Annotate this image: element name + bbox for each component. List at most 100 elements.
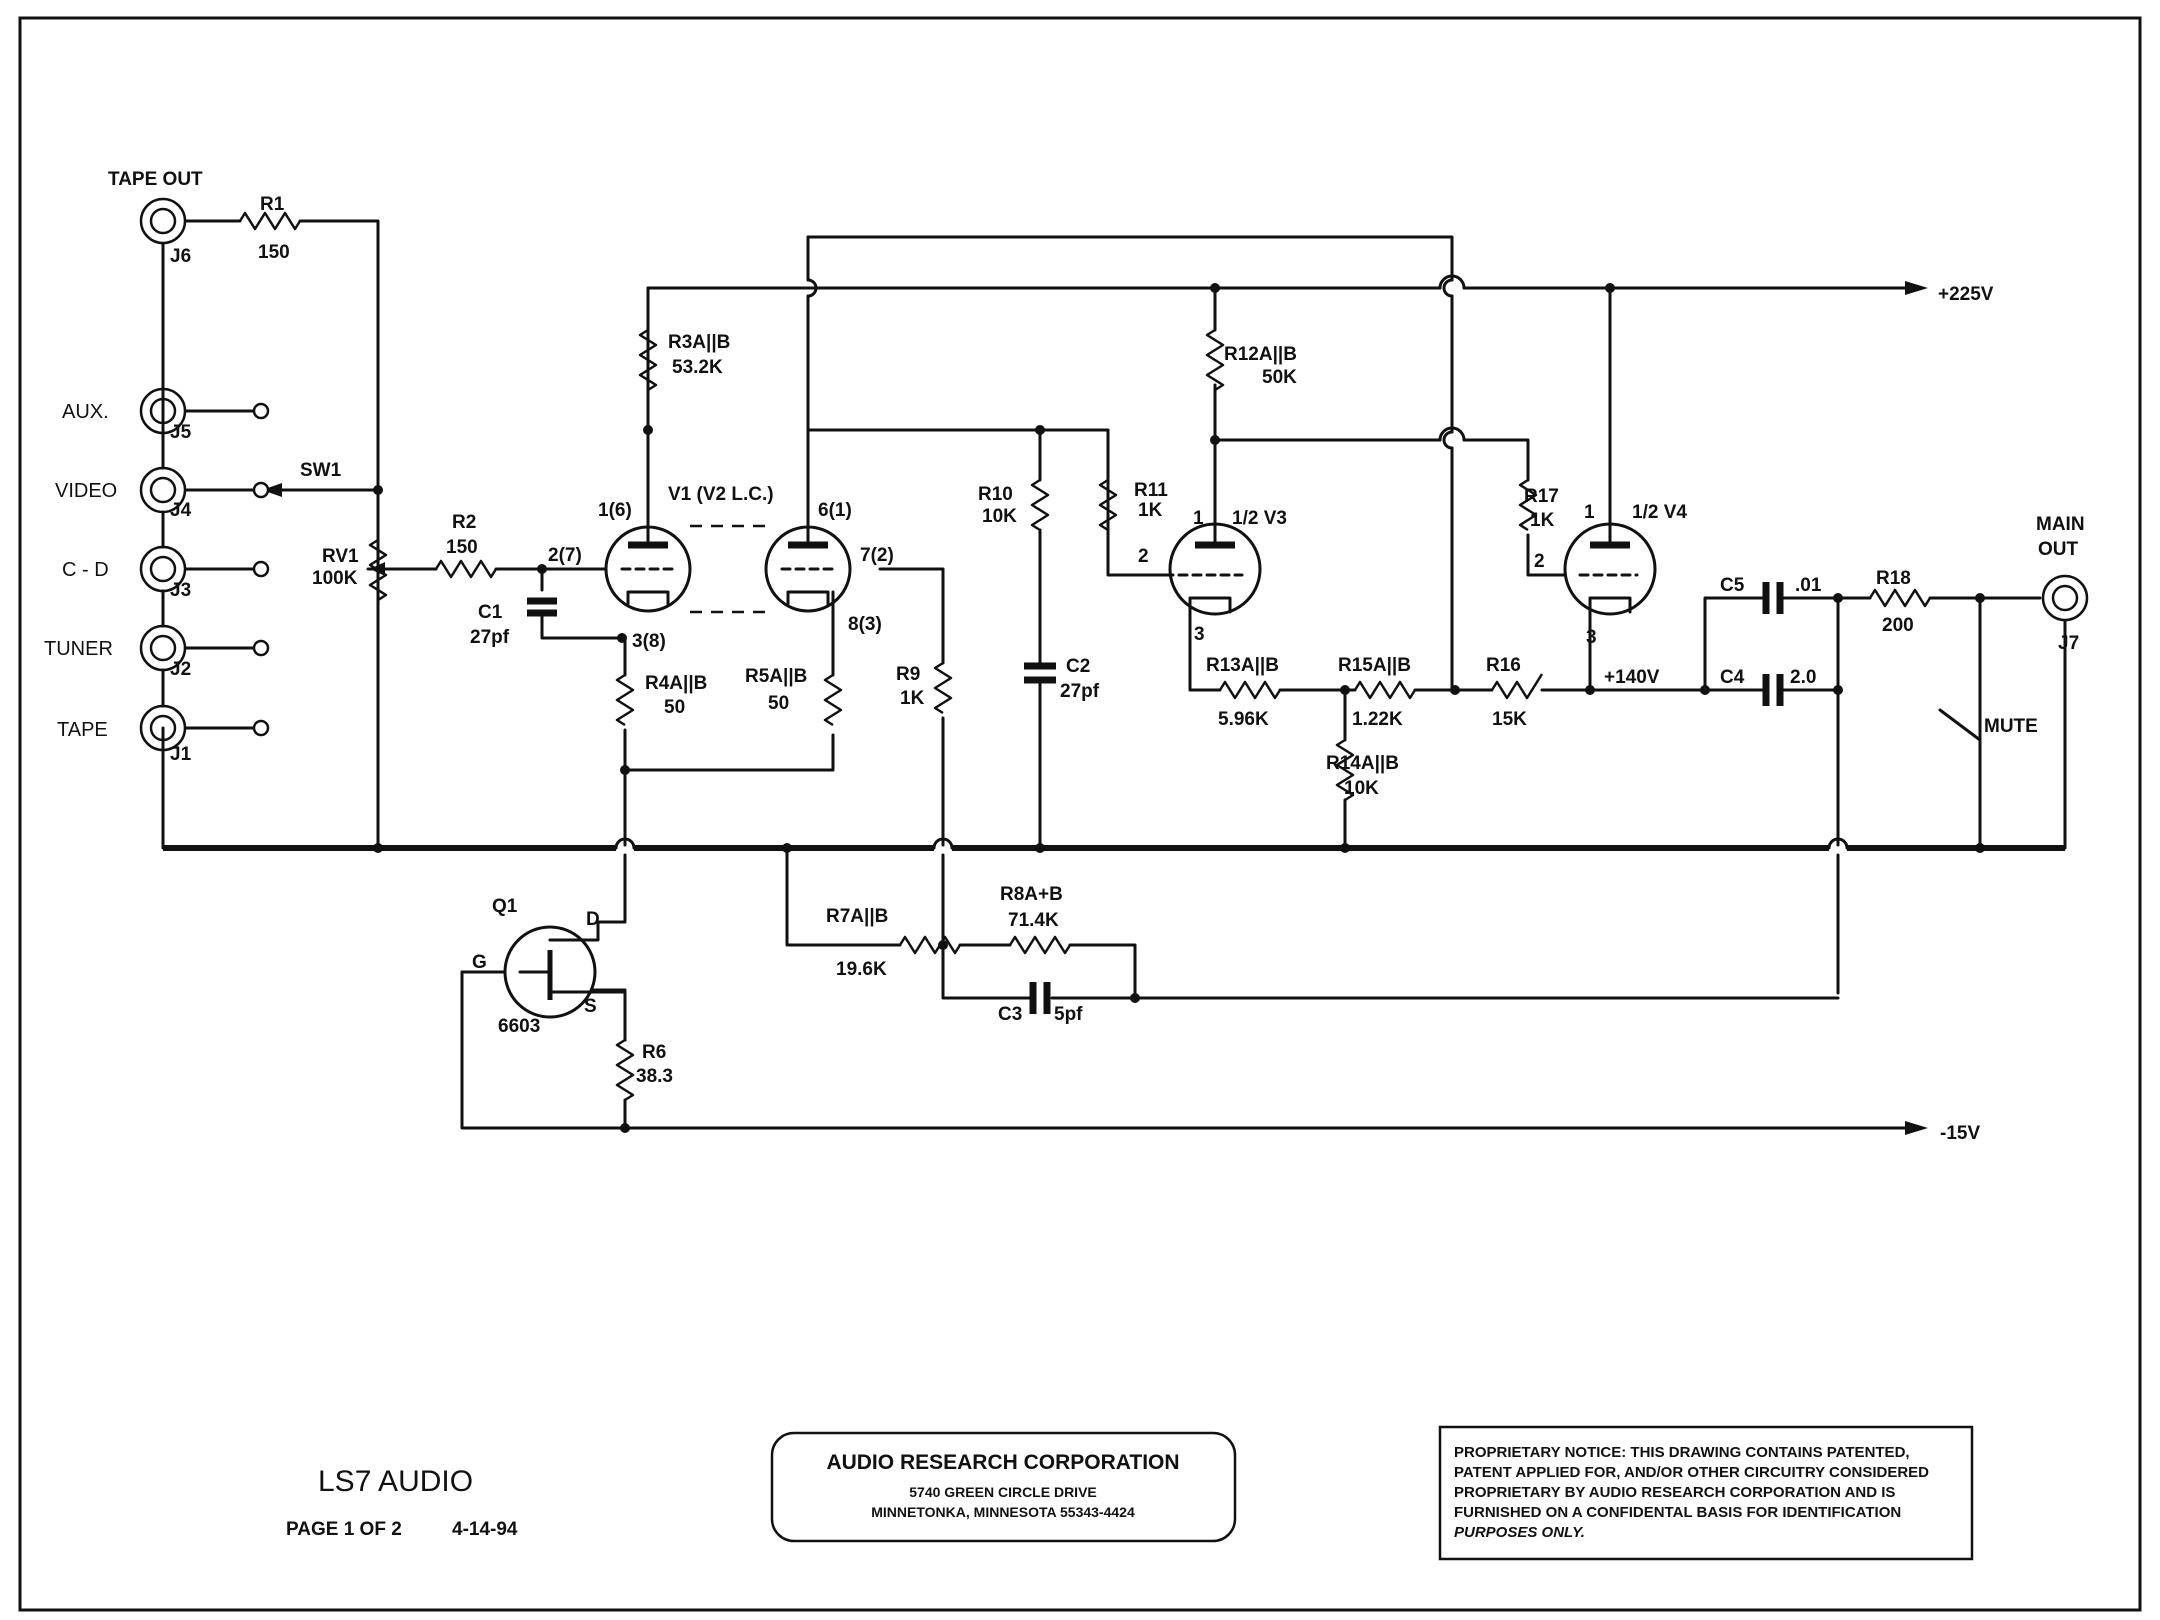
plus225-label: +225V — [1938, 284, 1994, 305]
main-out-label-1: MAIN — [2036, 514, 2085, 535]
r4-label: R4A||B — [645, 673, 707, 694]
notice-line-5: PURPOSES ONLY. — [1454, 1524, 1585, 1541]
mute-label: MUTE — [1984, 716, 2038, 737]
rv1-resistor — [368, 538, 388, 602]
v1a-cathode-pin: 3(8) — [632, 631, 666, 652]
jack-cd[interactable] — [139, 545, 187, 593]
v3-grid-pin: 2 — [1138, 546, 1149, 567]
drawing-date: 4-14-94 — [452, 1519, 518, 1540]
r1-value: 150 — [258, 242, 290, 263]
c2-capacitor — [1024, 656, 1056, 692]
cd-label: C - D — [62, 559, 109, 581]
r13-label: R13A||B — [1206, 655, 1279, 676]
company-address-1: 5740 GREEN CIRCLE DRIVE — [909, 1484, 1097, 1500]
jack-main-out[interactable] — [2041, 574, 2089, 622]
notice-line-4: FURNISHED ON A CONFIDENTAL BASIS FOR IDE… — [1454, 1504, 1901, 1521]
tuner-label: TUNER — [44, 638, 113, 660]
j5-label: J5 — [170, 422, 192, 443]
company-address-2: MINNETONKA, MINNESOTA 55343-4424 — [871, 1504, 1135, 1520]
c5-capacitor — [1762, 582, 1784, 614]
r18-resistor — [1868, 588, 1932, 608]
c1-capacitor — [527, 597, 557, 617]
r17-value: 1K — [1530, 510, 1555, 531]
v1a-grid-pin: 2(7) — [548, 545, 582, 566]
jack-tape-out[interactable] — [139, 197, 187, 245]
v1b-grid-pin: 7(2) — [860, 545, 894, 566]
r12-value: 50K — [1262, 367, 1297, 388]
r16-resistor — [1490, 673, 1544, 700]
c1-value: 27pf — [470, 627, 510, 648]
sheet-border — [18, 16, 2142, 1612]
j2-label: J2 — [170, 659, 191, 680]
c4-value: 2.0 — [1790, 667, 1816, 688]
c3-value: 5pf — [1054, 1004, 1083, 1025]
r5-resistor — [823, 673, 843, 727]
v4-plate-pin: 1 — [1584, 502, 1595, 523]
r16-value: 15K — [1492, 709, 1527, 730]
notice-line-1: PROPRIETARY NOTICE: THIS DRAWING CONTAIN… — [1454, 1444, 1910, 1461]
r6-label: R6 — [642, 1042, 666, 1063]
c2-value: 27pf — [1060, 681, 1100, 702]
capacitors — [527, 582, 1784, 1014]
r15-value: 1.22K — [1352, 709, 1403, 730]
plus140-label: +140V — [1604, 667, 1660, 688]
v1b-cathode-pin: 8(3) — [848, 614, 882, 635]
page-number: PAGE 1 OF 2 — [286, 1519, 402, 1540]
rv1-label: RV1 — [322, 546, 359, 567]
r10-label: R10 — [978, 484, 1013, 505]
v3-cathode-pin: 3 — [1194, 624, 1205, 645]
r7-value: 19.6K — [836, 959, 887, 980]
r6-resistor — [615, 1038, 635, 1102]
tube-v1b — [764, 516, 852, 632]
r18-value: 200 — [1882, 615, 1914, 636]
r18-label: R18 — [1876, 568, 1911, 589]
v1b-plate-pin: 6(1) — [818, 500, 852, 521]
v1a-plate-pin: 1(6) — [598, 500, 632, 521]
minus15-arrow-icon — [1905, 1121, 1928, 1135]
r17-resistor — [1518, 478, 1538, 532]
r1-resistor — [238, 211, 302, 231]
main-out-label-2: OUT — [2038, 539, 2079, 560]
r6-value: 38.3 — [636, 1066, 673, 1087]
c3-label: C3 — [998, 1004, 1022, 1025]
r16-label: R16 — [1486, 655, 1521, 676]
r8-label: R8A+B — [1000, 884, 1063, 905]
j7-label: J7 — [2058, 633, 2079, 654]
r5-value: 50 — [768, 693, 789, 714]
r15-resistor — [1353, 680, 1417, 700]
rv1-value: 100K — [312, 568, 358, 589]
notice-line-2: PATENT APPLIED FOR, AND/OR OTHER CIRCUIT… — [1454, 1464, 1929, 1481]
sw1-label: SW1 — [300, 460, 342, 481]
drawing-title: LS7 AUDIO — [318, 1465, 473, 1498]
r12-resistor — [1205, 328, 1225, 392]
r4-resistor — [615, 673, 635, 727]
q1-drain-label: D — [586, 909, 600, 930]
q1-transistor — [503, 920, 627, 1042]
r2-value: 150 — [446, 537, 478, 558]
c5-label: C5 — [1720, 575, 1745, 596]
r5-label: R5A||B — [745, 666, 807, 687]
v1-label: V1 (V2 L.C.) — [668, 484, 774, 505]
v3-plate-pin: 1 — [1193, 508, 1204, 529]
r2-label: R2 — [452, 512, 476, 533]
company-name: AUDIO RESEARCH CORPORATION — [826, 1451, 1179, 1474]
j1-label: J1 — [170, 744, 192, 765]
title-block: LS7 AUDIO PAGE 1 OF 2 4-14-94 — [286, 1465, 518, 1540]
wiring — [161, 219, 2067, 1130]
r9-resistor — [933, 661, 953, 715]
r10-resistor — [1030, 478, 1050, 532]
c1-label: C1 — [478, 602, 503, 623]
c4-label: C4 — [1720, 667, 1745, 688]
c5-value: .01 — [1795, 575, 1822, 596]
junction-dots — [373, 283, 1985, 1133]
r9-label: R9 — [896, 664, 920, 685]
r2-resistor — [434, 559, 498, 579]
r8-resistor — [1008, 935, 1072, 955]
aux-label: AUX. — [62, 401, 109, 423]
r14-label: R14A||B — [1326, 753, 1399, 774]
r11-resistor — [1098, 478, 1118, 532]
r7-label: R7A||B — [826, 906, 888, 927]
r12-label: R12A||B — [1224, 344, 1297, 365]
